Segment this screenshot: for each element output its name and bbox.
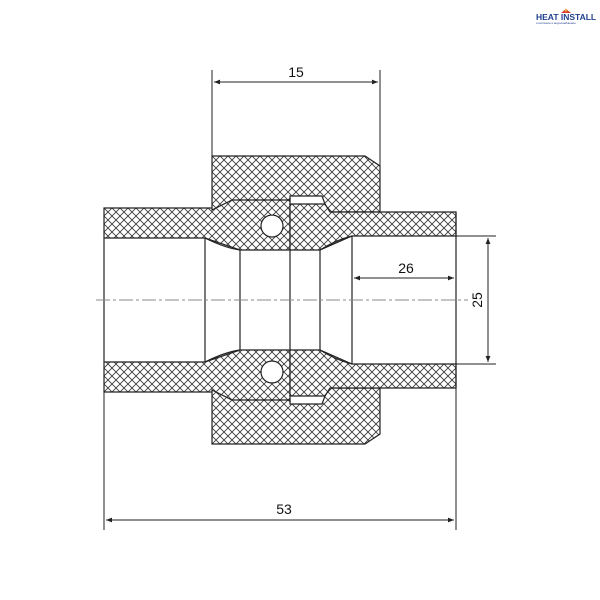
o-ring-top: [260, 214, 284, 238]
union-nut-top: [211, 155, 381, 213]
dim-label-nut-width: 15: [288, 64, 304, 80]
house-flame-icon: [561, 8, 571, 13]
dim-label-socket-depth: 26: [398, 260, 414, 276]
brand-tagline: отопление и водоснабжение: [536, 21, 576, 25]
bore-curves: [204, 235, 353, 365]
union-nut-bottom: [211, 387, 381, 445]
dim-label-overall-length: 53: [276, 501, 292, 517]
dim-label-bore-diameter: 25: [469, 292, 485, 308]
o-ring-bottom: [260, 360, 284, 384]
brand-name: HEAT INSTALL: [536, 12, 597, 22]
